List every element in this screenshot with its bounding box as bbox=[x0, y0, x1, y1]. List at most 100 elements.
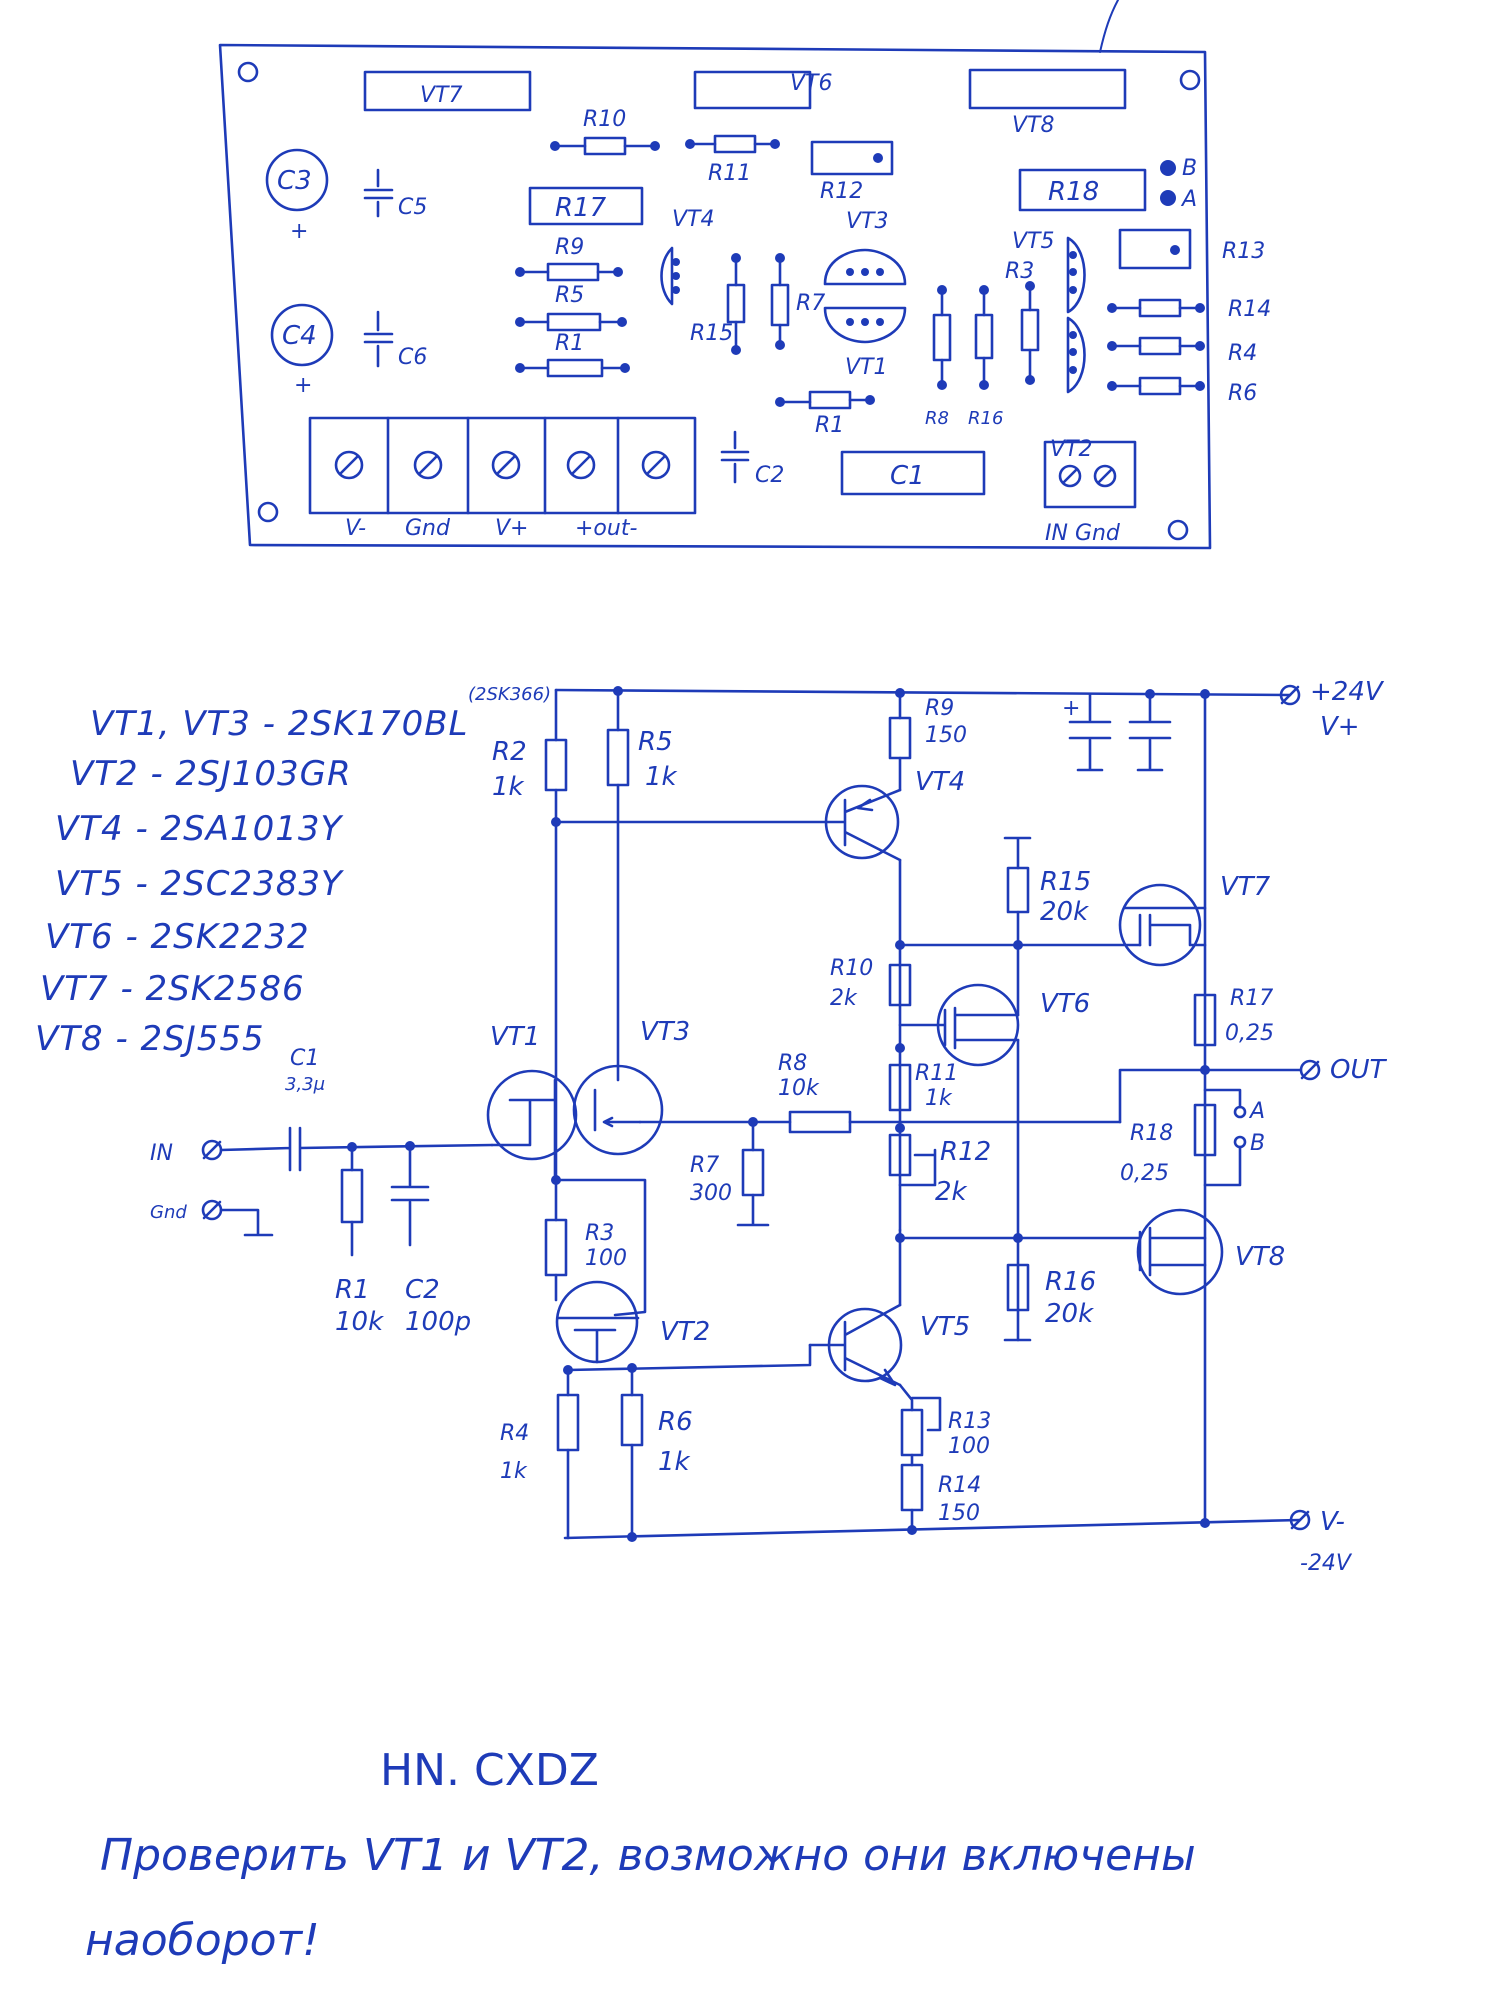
sch-r12-label: R12 bbox=[940, 1137, 991, 1167]
sch-vt1 bbox=[486, 1069, 578, 1161]
notes: HN. CXDZ Проверить VT1 и VT2, возможно о… bbox=[85, 1745, 1196, 1966]
sch-r14 bbox=[900, 1463, 924, 1512]
part-vt1-vt3-alt: (2SK366) bbox=[468, 684, 551, 705]
pcb-r12 bbox=[810, 140, 894, 176]
pcb-r1b bbox=[808, 390, 852, 410]
sch-r2-value: 1k bbox=[492, 772, 525, 802]
sch-point-a: A bbox=[1248, 1099, 1265, 1124]
pcb-vt3-label: VT3 bbox=[846, 209, 889, 234]
part-vt6: VT6 - 2SK2232 bbox=[45, 917, 310, 957]
sch-r5-label: R5 bbox=[638, 727, 673, 757]
sch-r12 bbox=[888, 1133, 912, 1177]
pcb-r1-label: R1 bbox=[555, 331, 584, 356]
sch-r15 bbox=[1006, 866, 1030, 914]
pcb-r15 bbox=[726, 283, 746, 324]
sch-r9 bbox=[888, 716, 912, 760]
sch-r10-value: 2k bbox=[830, 986, 858, 1011]
gnd-input-label: Gnd bbox=[150, 1202, 187, 1223]
note-line-2: наоборот! bbox=[85, 1915, 320, 1966]
pcb-vt6 bbox=[693, 70, 812, 110]
pcb-term-out: +out- bbox=[575, 516, 637, 541]
pcb-c1-label: C1 bbox=[890, 461, 925, 491]
pcb-r16-label: R16 bbox=[968, 408, 1003, 429]
pcb-outline bbox=[218, 43, 1212, 550]
pcb-r13-label: R13 bbox=[1222, 239, 1265, 264]
sch-r6 bbox=[620, 1393, 644, 1447]
sch-r8-value: 10k bbox=[778, 1076, 820, 1101]
sch-r13-label: R13 bbox=[948, 1409, 991, 1434]
part-vt5: VT5 - 2SC2383Y bbox=[55, 864, 344, 904]
pcb-r6-label: R6 bbox=[1228, 381, 1257, 406]
pcb-terminal-input bbox=[1043, 440, 1137, 509]
sch-r17 bbox=[1193, 993, 1217, 1047]
part-vt1-vt3: VT1, VT3 - 2SK170BL bbox=[90, 704, 469, 744]
pcb-r7 bbox=[770, 283, 790, 327]
sch-vt6 bbox=[936, 983, 1020, 1067]
pcb-r5 bbox=[546, 312, 602, 332]
pcb-c2-label: C2 bbox=[755, 463, 784, 488]
pcb-r3-label: R3 bbox=[1005, 259, 1034, 284]
pcb-c3-plus: + bbox=[290, 219, 308, 244]
pcb-c4-label: C4 bbox=[282, 321, 317, 351]
sch-r4 bbox=[556, 1393, 580, 1452]
sch-r18-label: R18 bbox=[1130, 1121, 1173, 1146]
pcb-vt5-label: VT5 bbox=[1012, 229, 1055, 254]
pcb-terminal-power bbox=[308, 416, 697, 515]
pcb-r3 bbox=[1020, 308, 1040, 352]
sch-r3-label: R3 bbox=[585, 1221, 614, 1246]
rail-positive bbox=[554, 688, 1292, 697]
sch-r18 bbox=[1193, 1103, 1217, 1157]
sch-r13-value: 100 bbox=[948, 1434, 990, 1459]
mount-hole-bl bbox=[257, 501, 279, 523]
pcb-r15-label: R15 bbox=[690, 321, 733, 346]
pcb-c1 bbox=[840, 450, 986, 496]
sch-c2-value: 100p bbox=[405, 1307, 471, 1337]
sch-r17-value: 0,25 bbox=[1225, 1021, 1274, 1046]
pcb-r16 bbox=[974, 313, 994, 360]
sch-r17-label: R17 bbox=[1230, 986, 1273, 1011]
rail-negative-value: -24V bbox=[1300, 1551, 1353, 1576]
pcb-vt1 bbox=[823, 306, 907, 344]
pcb-r14-label: R14 bbox=[1228, 297, 1271, 322]
mount-hole-tr bbox=[1179, 69, 1201, 91]
sch-r8 bbox=[788, 1110, 852, 1134]
pcb-vt3 bbox=[823, 248, 907, 286]
sch-r11 bbox=[888, 1063, 912, 1112]
sch-r13 bbox=[900, 1408, 924, 1457]
pcb-term-in-gnd: IN Gnd bbox=[1045, 521, 1121, 546]
rail-negative bbox=[563, 1518, 1302, 1540]
pcb-r5-label: R5 bbox=[555, 283, 584, 308]
pcb-vt7-label: VT7 bbox=[420, 83, 463, 108]
sch-c-plus: + bbox=[1062, 696, 1080, 721]
part-vt7: VT7 - 2SK2586 bbox=[40, 969, 305, 1009]
sch-r4-label: R4 bbox=[500, 1421, 529, 1446]
pcb-vt1-label: VT1 bbox=[845, 355, 888, 380]
pcb-c6-label: C6 bbox=[398, 345, 427, 370]
sch-c2-label: C2 bbox=[405, 1275, 440, 1305]
sch-vt4-label: VT4 bbox=[915, 767, 965, 797]
sch-r12-value: 2k bbox=[935, 1177, 968, 1207]
pcb-r17-label: R17 bbox=[555, 193, 607, 223]
sch-r14-value: 150 bbox=[938, 1501, 980, 1526]
sch-vt7 bbox=[1118, 883, 1202, 967]
pcb-vt5 bbox=[1066, 236, 1086, 314]
pcb-vt8-label: VT8 bbox=[1012, 113, 1055, 138]
sch-vt7-label: VT7 bbox=[1220, 872, 1271, 902]
output-label: OUT bbox=[1330, 1055, 1387, 1085]
sch-r6-label: R6 bbox=[658, 1407, 693, 1437]
sch-r6-value: 1k bbox=[658, 1447, 691, 1477]
pcb-term-gnd: Gnd bbox=[405, 516, 451, 541]
pcb-edge-mark bbox=[1099, 0, 1119, 53]
sch-r15-label: R15 bbox=[1040, 867, 1091, 897]
sch-r8-label: R8 bbox=[778, 1051, 807, 1076]
pcb-r9 bbox=[546, 262, 600, 282]
mount-hole-tl bbox=[237, 61, 259, 83]
sch-r10-label: R10 bbox=[830, 956, 873, 981]
sch-r18-value: 0,25 bbox=[1120, 1161, 1169, 1186]
pcb-r6 bbox=[1138, 376, 1182, 396]
sch-r14-label: R14 bbox=[938, 1473, 981, 1498]
pcb-vt4 bbox=[660, 246, 674, 306]
rail-negative-label: V- bbox=[1320, 1507, 1345, 1537]
sch-r16-label: R16 bbox=[1045, 1267, 1096, 1297]
